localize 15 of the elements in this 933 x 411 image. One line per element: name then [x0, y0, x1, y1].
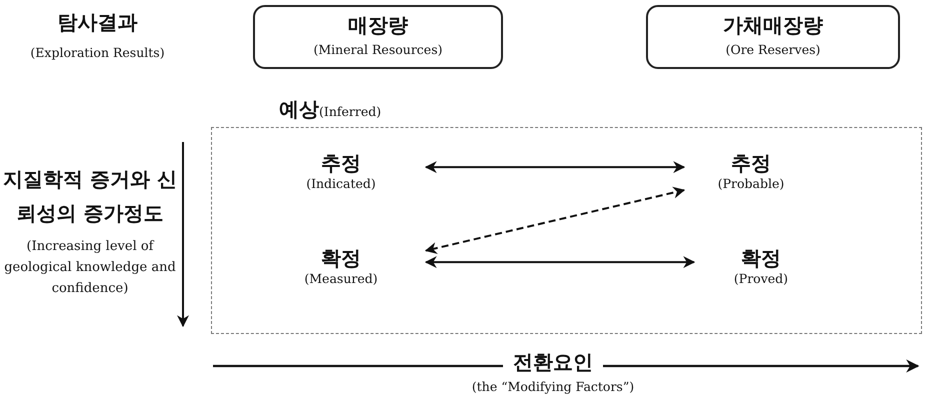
category-label: 추정 (Indicated) — [286, 151, 396, 197]
category-box: 가채매장량 (Ore Reserves) — [646, 5, 900, 69]
category-label: 추정 (Probable) — [696, 151, 806, 197]
column-heading: 탐사결과 — [56, 10, 138, 34]
arrow — [424, 161, 686, 174]
axis-subtitle: (Increasing level of geological knowledge and confidence) — [3, 238, 177, 298]
arrow — [424, 256, 696, 268]
category-label: 확정 (Proved) — [706, 246, 816, 292]
axis-title: 지질학적 증거와 신뢰성의 증가정도 — [2, 166, 178, 227]
category-box: 매장량 (Mineral Resources) — [253, 5, 503, 69]
axis-subtitle: (the “Modifying Factors”) — [470, 378, 636, 395]
arrow — [424, 186, 686, 254]
column-subtitle: (Exploration Results) — [29, 44, 166, 61]
category-label: 확정 (Measured) — [286, 246, 396, 292]
category-heading: 예상(Inferred) — [279, 96, 382, 123]
